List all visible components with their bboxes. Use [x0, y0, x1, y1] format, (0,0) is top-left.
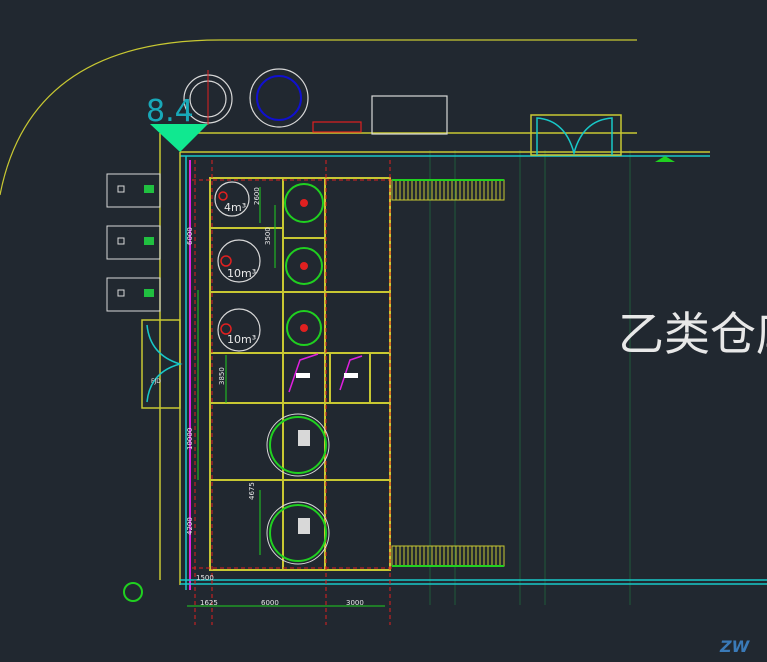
dimension-text: 10000 — [186, 428, 194, 450]
reactor-motors — [298, 430, 310, 534]
status-lights — [144, 185, 154, 297]
dimension-text: 1500 — [196, 574, 214, 582]
reactor-centers — [300, 199, 308, 332]
top-wall — [159, 132, 767, 590]
dimension-text: 1625 — [200, 599, 218, 607]
elevation-triangle — [150, 124, 208, 152]
watermark-logo: ZW — [719, 637, 751, 656]
stair-bottom — [391, 545, 505, 567]
tank-volume: 10m³ — [227, 267, 256, 280]
tank-volume: 10m³ — [227, 333, 256, 346]
tank-volume: 4m³ — [224, 201, 246, 214]
dimension-text: 3000 — [346, 599, 364, 607]
side-door — [141, 319, 183, 409]
elevation-label: 8.4 — [146, 94, 194, 129]
top-door — [530, 114, 622, 156]
legend-symbol-icon — [123, 582, 143, 602]
label-box — [344, 373, 358, 378]
dimension-text: 4200 — [186, 517, 194, 535]
reactor-tanks — [266, 183, 330, 565]
dimension-lines — [187, 187, 385, 607]
dimension-text: 6000 — [186, 227, 194, 245]
dimension-text: 3500 — [264, 227, 272, 245]
north-marker-icon — [655, 156, 675, 162]
dimension-text: 3850 — [218, 367, 226, 385]
stair-top — [391, 179, 505, 201]
door-label: FJD — [151, 378, 161, 385]
side-cabinets — [106, 173, 161, 312]
warehouse-label: 乙类仓库 — [618, 307, 767, 361]
small-tanks — [214, 181, 261, 352]
dimension-text: 2600 — [253, 187, 261, 205]
chute — [288, 353, 363, 393]
site-boundary-arc — [0, 39, 637, 196]
label-box — [296, 373, 310, 378]
top-equipment — [183, 68, 448, 135]
grid-lines — [429, 150, 631, 605]
dimension-text: 6000 — [261, 599, 279, 607]
axis-lines — [192, 160, 392, 625]
blue-agitator — [256, 75, 302, 121]
tank-nozzles — [218, 191, 232, 335]
dimension-text: 4675 — [248, 482, 256, 500]
